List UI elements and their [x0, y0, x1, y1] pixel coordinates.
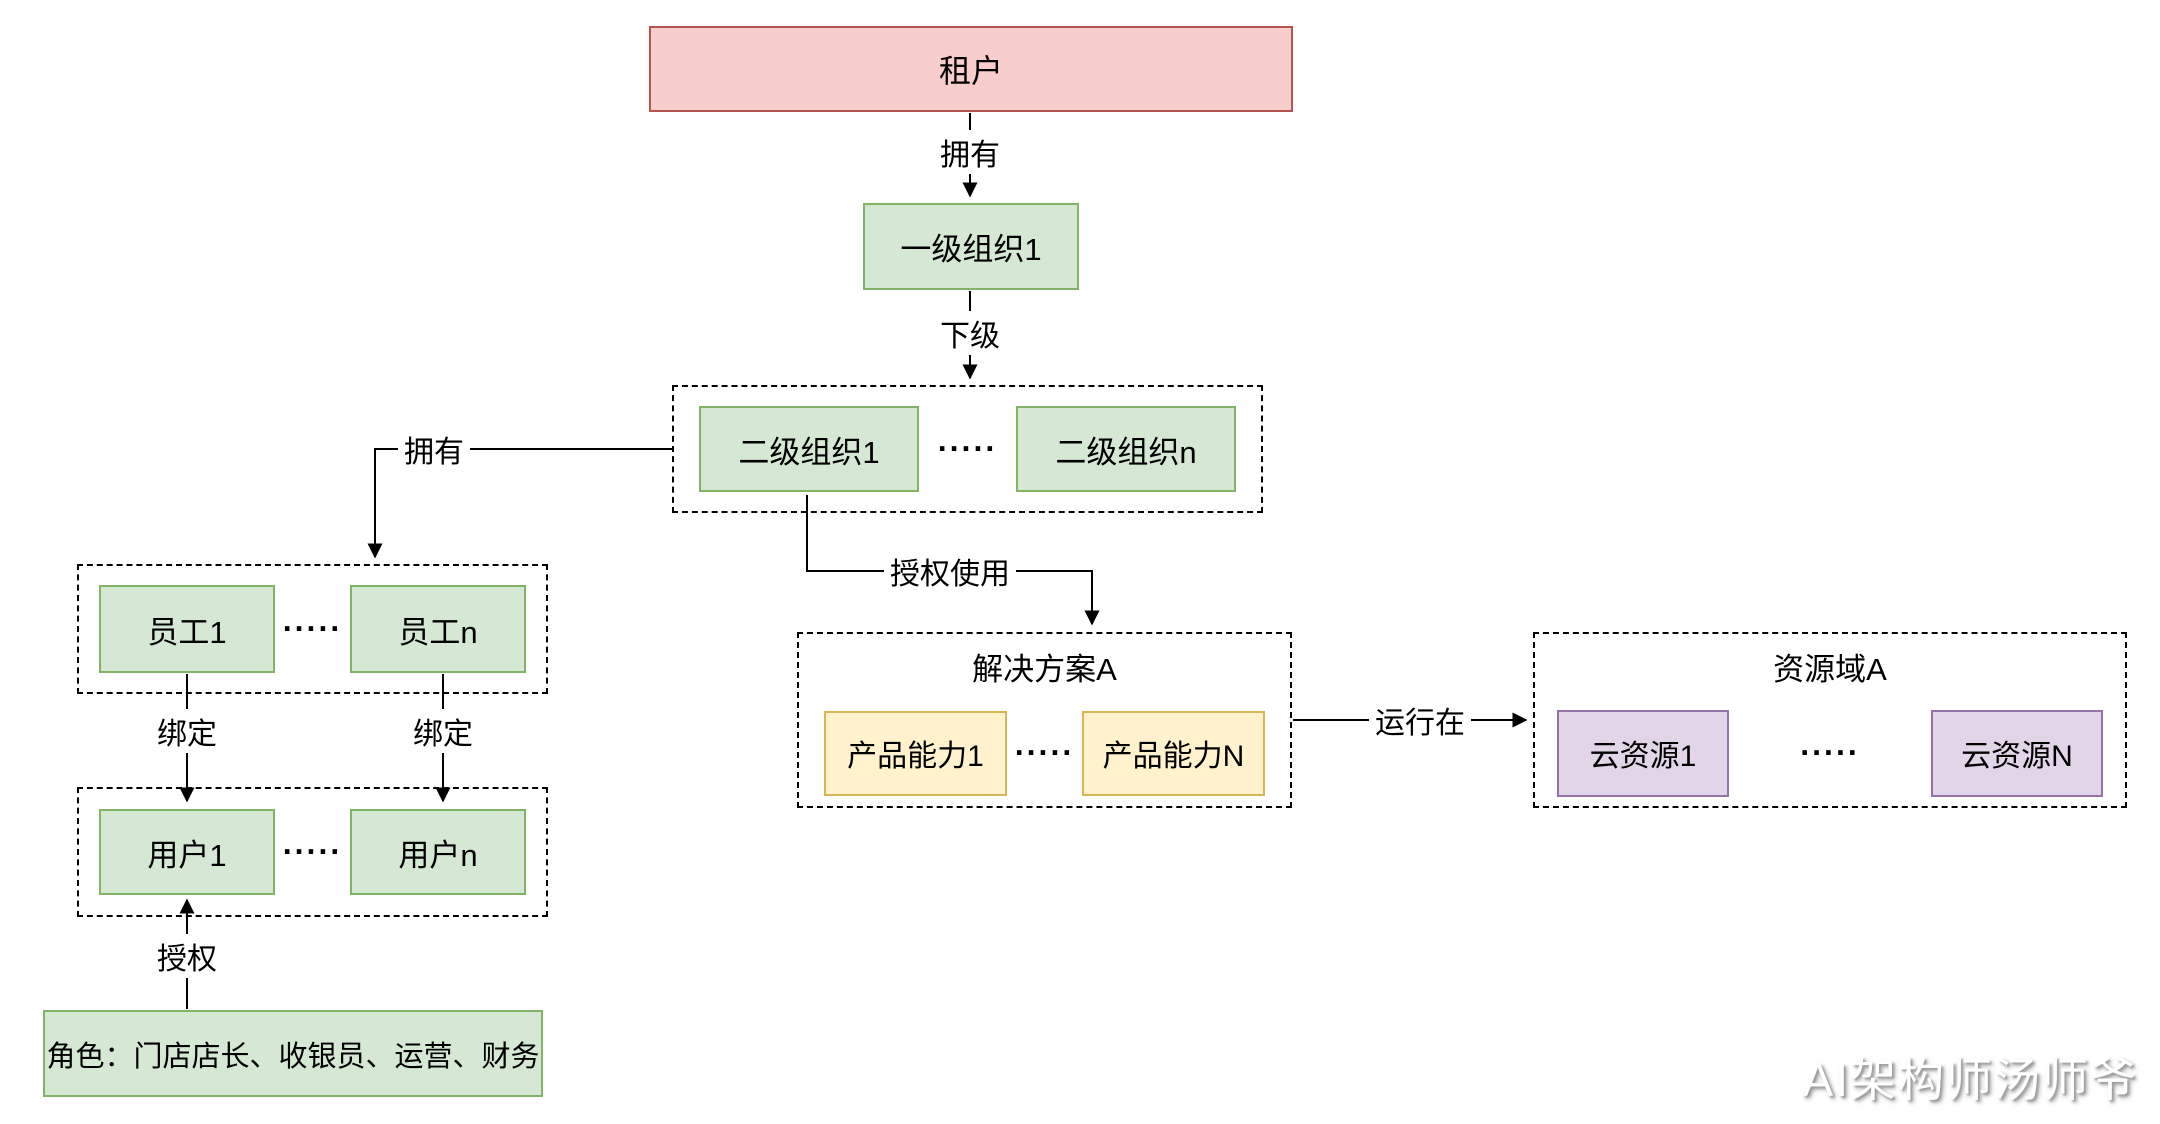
product-capability-1-label: 产品能力1: [847, 740, 984, 773]
employee-1-label: 员工1: [147, 614, 227, 650]
product-capability-1-box: 产品能力1: [824, 710, 1007, 796]
ellipsis-users: .....: [282, 824, 343, 861]
user-n-label: 用户n: [398, 837, 478, 873]
edge-owns-left: [367, 448, 672, 559]
level2-org-group: 二级组织1 ..... 二级组织n: [672, 385, 1263, 513]
level2-org-n-box: 二级组织n: [1015, 406, 1236, 492]
level2-org-1-label: 二级组织1: [738, 434, 880, 470]
edge-label-runs-on: 运行在: [1369, 698, 1471, 742]
edge-label-authorized-use: 授权使用: [884, 549, 1016, 593]
level2-org-1-box: 二级组织1: [699, 406, 919, 492]
level1-org-label: 一级组织1: [900, 232, 1042, 267]
ellipsis-resources: .....: [1800, 725, 1860, 762]
product-capability-n-label: 产品能力N: [1102, 740, 1245, 773]
level2-org-n-label: 二级组织n: [1055, 434, 1197, 470]
employee-n-box: 员工n: [349, 585, 526, 673]
cloud-resource-1-box: 云资源1: [1557, 709, 1729, 797]
cloud-resource-n-label: 云资源N: [1961, 740, 2073, 773]
resource-domain-group: 资源域A 云资源1 ..... 云资源N: [1533, 632, 2127, 808]
cloud-resource-n-box: 云资源N: [1930, 709, 2103, 797]
user-n-box: 用户n: [349, 809, 526, 895]
edge-label-owns-top: 拥有: [934, 130, 1006, 174]
solution-title: 解决方案A: [972, 652, 1117, 687]
product-capability-n-box: 产品能力N: [1081, 710, 1265, 796]
edge-label-authorize: 授权: [151, 934, 223, 978]
ellipsis-level2: .....: [937, 421, 998, 458]
ellipsis-employees: .....: [282, 601, 343, 638]
edge-label-subordinate: 下级: [934, 311, 1006, 355]
roles-box: 角色：门店店长、收银员、运营、财务: [43, 1010, 543, 1097]
tenant-box: 租户: [649, 26, 1293, 112]
edge-label-bind-n: 绑定: [407, 709, 479, 753]
user-1-label: 用户1: [147, 837, 227, 873]
roles-label: 角色：门店店长、收银员、运营、财务: [46, 1040, 540, 1073]
user-1-box: 用户1: [99, 809, 275, 895]
level1-org-box: 一级组织1: [863, 203, 1079, 290]
watermark: AI架构师汤师爷: [1802, 1054, 2138, 1106]
employee-1-box: 员工1: [99, 585, 275, 673]
edge-label-owns-left: 拥有: [398, 427, 470, 471]
employees-group: 员工1 ..... 员工n: [77, 564, 548, 694]
ellipsis-solution: .....: [1014, 725, 1075, 762]
cloud-resource-1-label: 云资源1: [1589, 740, 1697, 773]
solution-group: 解决方案A 产品能力1 ..... 产品能力N: [797, 632, 1292, 808]
users-group: 用户1 ..... 用户n: [77, 787, 548, 917]
resource-domain-title: 资源域A: [1773, 652, 1887, 687]
employee-n-label: 员工n: [398, 614, 478, 650]
tenant-label: 租户: [938, 53, 1003, 89]
edge-label-bind-1: 绑定: [151, 709, 223, 753]
